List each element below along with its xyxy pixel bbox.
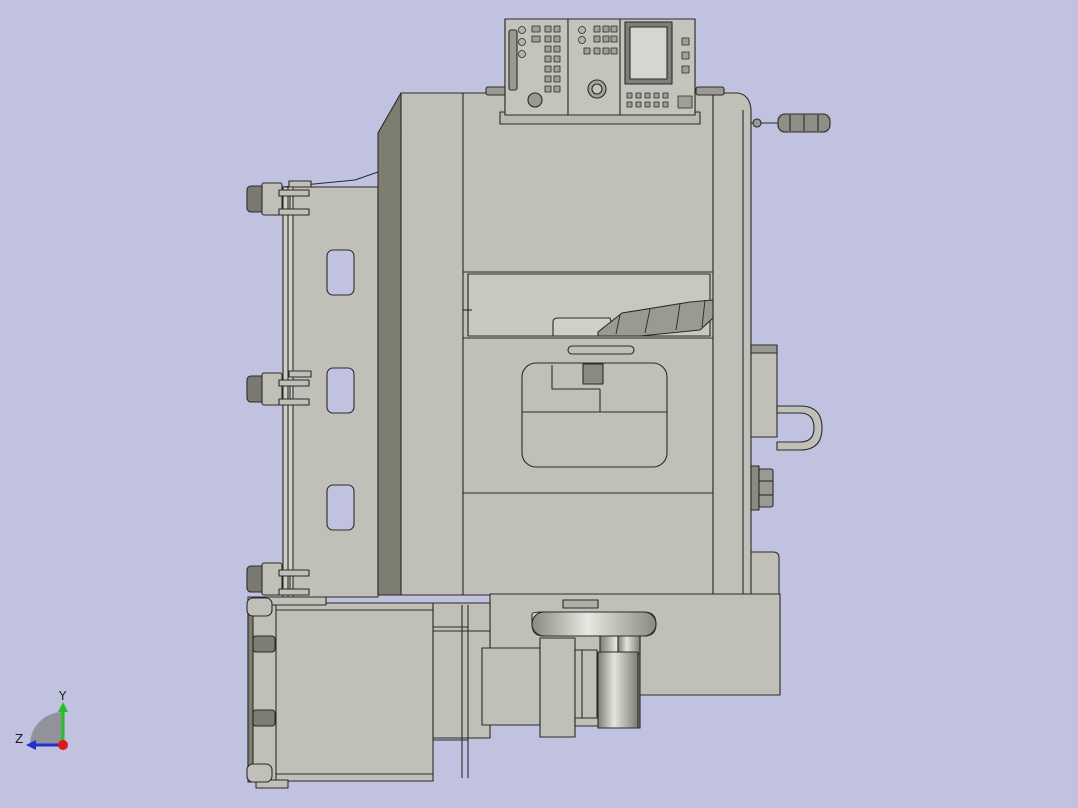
main-cabinet [377,92,752,596]
side-lever[interactable] [751,113,831,133]
z-axis-arrowhead [26,740,36,750]
guard-slot [326,484,355,531]
y-axis-arrowhead [58,702,68,712]
door-hinge [246,562,310,596]
spindle-knob [527,92,543,108]
side-nut [750,465,774,511]
door-hinge [246,370,312,406]
door-handle[interactable] [567,345,635,355]
side-electrical-box [750,344,823,451]
spindle-drive-housing [481,637,600,738]
left-guard-panel [282,171,379,598]
guard-slot [326,367,355,414]
y-axis-label: Y [58,689,67,703]
z-axis-label: Z [15,732,23,746]
side-bracket [750,551,780,597]
work-chamber [463,273,714,337]
guard-slot [326,249,355,296]
drive-rods [433,605,469,778]
orientation-triad[interactable]: Y Z [15,689,68,750]
triad-quadrant [30,712,63,745]
spindle-cylinder [531,599,657,729]
motor-assembly [246,596,434,789]
door-hinge [246,180,312,216]
door-window [521,362,668,468]
cnc-control-panel[interactable] [485,18,725,125]
x-axis-dot [58,740,68,750]
